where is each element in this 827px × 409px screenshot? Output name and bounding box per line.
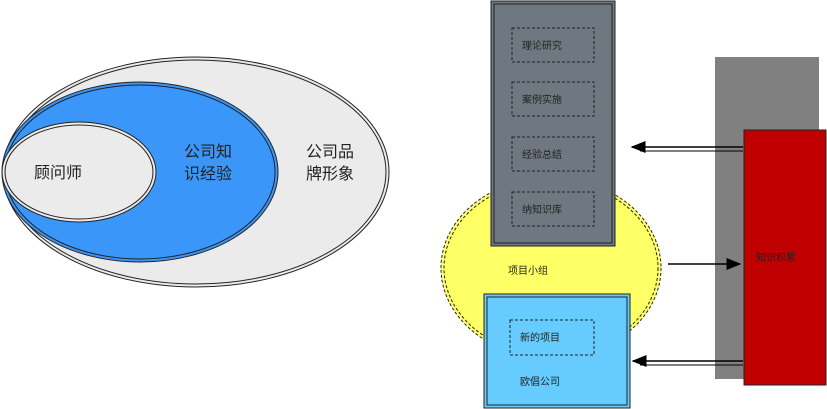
red-block: [743, 129, 827, 386]
new-project-box: [509, 319, 595, 356]
project-group-label: 项目小组: [508, 264, 548, 277]
stack-item-2: 案例实施: [522, 93, 562, 106]
stack-item-2-box: [511, 81, 595, 117]
inner-label: 顾问师: [34, 163, 82, 182]
arrows: [630, 141, 743, 367]
stack-item-4-box: [511, 191, 595, 227]
knowledge-blocks: 知识积累: [715, 57, 827, 386]
stack-item-1-box: [511, 27, 595, 63]
process-stack: 理论研究 案例实施 经验总结 纳知识库: [490, 0, 616, 247]
company-box-rect: [483, 293, 631, 409]
middle-label-line2: 识经验: [184, 164, 232, 183]
new-project-label: 新的项目: [520, 331, 560, 344]
nested-ellipses: 公司品 牌形象 公司知 识经验 顾问师: [1, 56, 390, 288]
outer-label-line2: 牌形象: [306, 164, 354, 183]
outer-label-line1: 公司品: [306, 142, 354, 161]
inner-ellipse: [1, 121, 157, 223]
stack-item-4: 纳知识库: [522, 203, 562, 216]
stack-item-3: 经验总结: [522, 148, 562, 161]
knowledge-label: 知识积累: [756, 251, 796, 264]
company-label: 欧倡公司: [520, 376, 560, 388]
stack-item-1: 理论研究: [522, 39, 562, 52]
stack-item-3-box: [511, 136, 595, 172]
middle-label-line1: 公司知: [184, 142, 232, 161]
company-box: 新的项目 欧倡公司: [483, 293, 631, 409]
